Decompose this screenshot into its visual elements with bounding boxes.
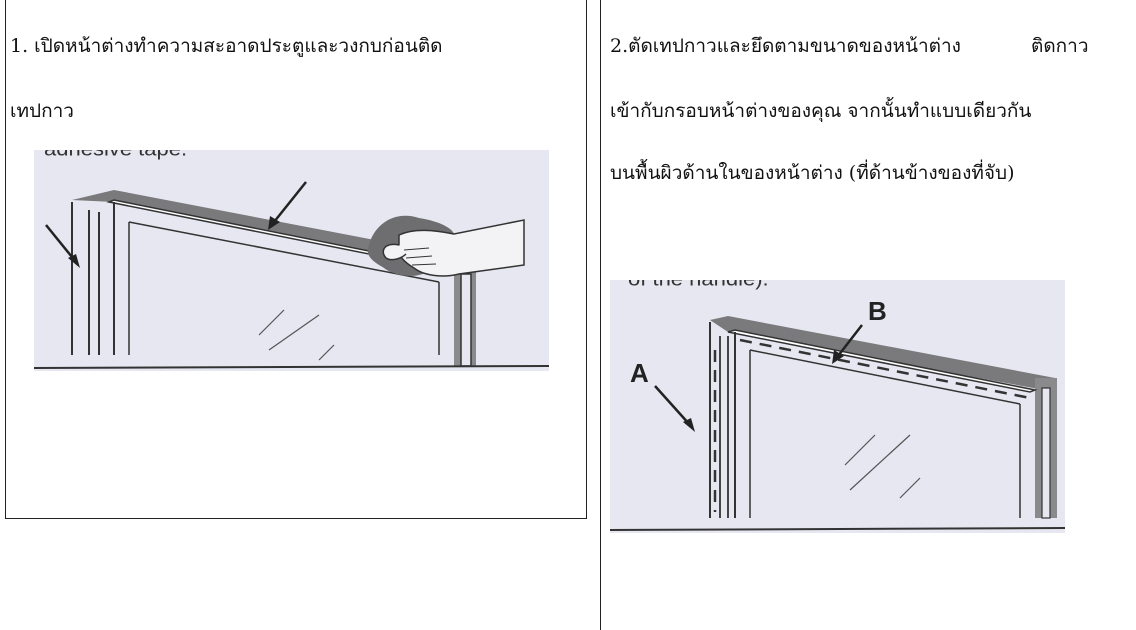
step1-cell	[5, 0, 587, 519]
step2-text-line1a: 2.ตัดเทปกาวและยึดตามขนาดของหน้าต่าง	[610, 35, 961, 57]
step2-illustration: of the handle). A B	[610, 280, 1065, 533]
step2-text-line1b: ติดกาว	[1031, 35, 1089, 57]
step1-text-line1: 1. เปิดหน้าต่างทำความสะอาดประตูและวงกบก่…	[10, 35, 443, 57]
step2-cell	[600, 0, 1136, 630]
step2-text-line3: บนพื้นผิวด้านในของหน้าต่าง (ที่ด้านข้างข…	[610, 162, 1015, 184]
label-a: A	[630, 358, 649, 388]
label-b: B	[868, 296, 887, 326]
step1-caption-fragment: adhesive tape.	[44, 150, 187, 161]
step2-text-line2: เข้ากับกรอบหน้าต่างของคุณ จากนั้นทำแบบเด…	[610, 100, 1032, 122]
step2-caption-fragment: of the handle).	[628, 280, 769, 291]
step1-window-drawing	[34, 181, 549, 369]
step2-window-drawing	[610, 316, 1065, 531]
step1-illustration: adhesive tape.	[34, 150, 549, 371]
step1-text-line2: เทปกาว	[10, 100, 74, 122]
